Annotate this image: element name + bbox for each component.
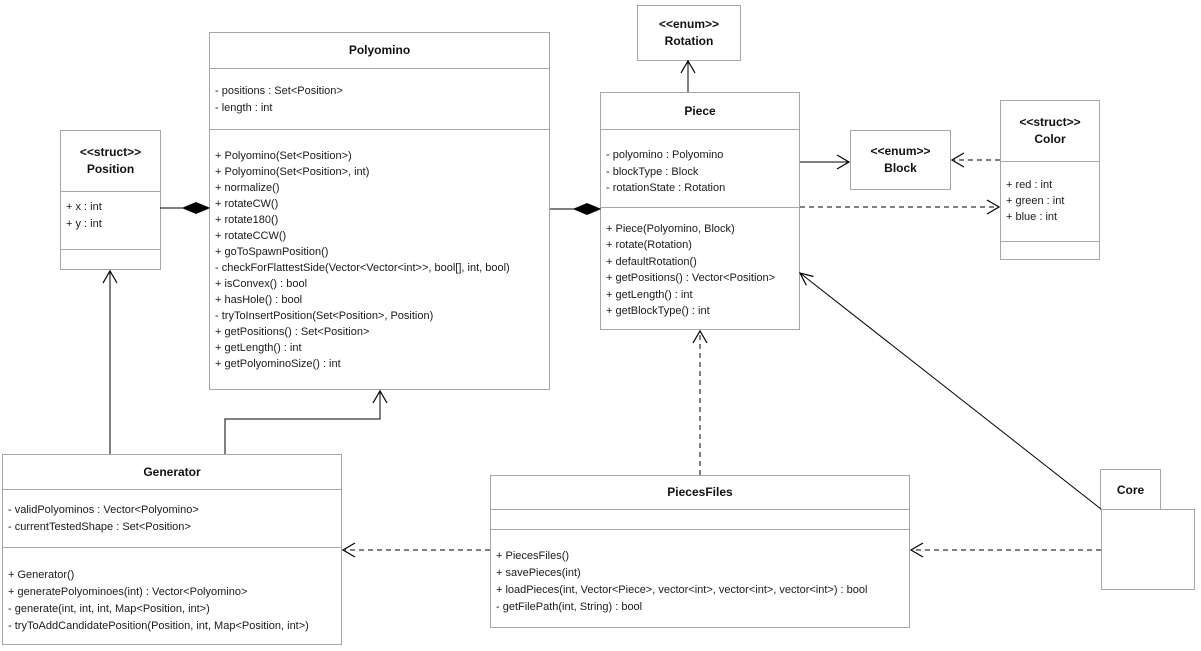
dependency-piecesfiles-piece <box>692 329 708 475</box>
class-generator[interactable]: Generator - validPolyominos : Vector<Pol… <box>2 454 342 645</box>
class-title: Polyomino <box>210 33 549 69</box>
uml-member-line: + hasHole() : bool <box>215 294 303 306</box>
methods-section: + Polyomino(Set<Position>) + Polyomino(Se… <box>210 130 549 389</box>
class-position[interactable]: <<struct>> Position + x : int + y : int <box>60 130 161 270</box>
class-name: Polyomino <box>348 43 411 57</box>
class-name: Rotation <box>664 34 714 48</box>
class-title: PiecesFiles <box>491 476 909 510</box>
uml-member-line: + normalize() <box>215 182 280 194</box>
uml-member-line: - positions : Set<Position> <box>215 85 343 97</box>
class-title: <<struct>> Position <box>61 131 160 192</box>
methods-section: + Generator() + generatePolyominoes(int) … <box>3 548 341 644</box>
uml-member-line: + rotateCCW() <box>215 230 287 242</box>
uml-member-line: + loadPieces(int, Vector<Piece>, vector<… <box>496 584 868 596</box>
attributes-section: + x : int + y : int <box>61 192 160 250</box>
class-name: Generator <box>143 464 201 479</box>
enum-rotation[interactable]: <<enum>> Rotation <box>637 5 741 61</box>
class-name: Piece <box>684 103 716 118</box>
uml-member-line: + Piece(Polyomino, Block) <box>606 223 735 235</box>
uml-member-line: + savePieces(int) <box>496 567 581 579</box>
attributes-section: - polyomino : Polyomino - blockType : Blo… <box>601 130 799 208</box>
uml-member-line: + Generator() <box>8 569 75 581</box>
uml-member-line: - polyomino : Polyomino <box>606 149 724 161</box>
association-piece-rotation <box>680 59 696 92</box>
uml-member-line: + getBlockType() : int <box>606 305 710 318</box>
uml-member-line: - currentTestedShape : Set<Position> <box>8 521 191 533</box>
uml-member-line: + Polyomino(Set<Position>, int) <box>215 166 370 178</box>
stereotype-label: <<enum>> <box>870 144 931 158</box>
uml-member-line: + PiecesFiles() <box>496 550 570 562</box>
uml-member-line: - validPolyominos : Vector<Polyomino> <box>8 504 199 516</box>
uml-member-line: + x : int <box>66 201 102 213</box>
uml-member-line: + getLength() : int <box>606 288 693 301</box>
uml-member-line: + getPolyominoSize() : int <box>215 358 341 370</box>
uml-member-line: + getPositions() : Vector<Position> <box>606 272 776 285</box>
class-piecesfiles[interactable]: PiecesFiles + PiecesFiles() + savePieces(… <box>490 475 910 628</box>
uml-member-line: + generatePolyominoes(int) : Vector<Poly… <box>8 586 248 598</box>
uml-member-line: + rotateCW() <box>215 198 279 210</box>
class-piece[interactable]: Piece - polyomino : Polyomino - blockType… <box>600 92 800 330</box>
composition-polyomino-position <box>160 201 211 215</box>
uml-member-line: + Polyomino(Set<Position>) <box>215 150 352 162</box>
attributes-section: + red : int + green : int + blue : int <box>1001 162 1099 242</box>
class-title: <<struct>> Color <box>1001 101 1099 162</box>
attributes-section-empty <box>491 510 909 530</box>
uml-member-line: - tryToInsertPosition(Set<Position>, Pos… <box>215 310 434 322</box>
class-color[interactable]: <<struct>> Color + red : int + green : in… <box>1000 100 1100 260</box>
uml-member-line: + blue : int <box>1006 211 1058 223</box>
uml-member-line: + y : int <box>66 218 102 230</box>
stereotype-label: <<struct>> <box>79 145 142 159</box>
association-piece-block <box>800 154 851 170</box>
uml-member-line: + rotate180() <box>215 214 279 226</box>
enum-block[interactable]: <<enum>> Block <box>850 130 951 190</box>
uml-member-line: + goToSpawnPosition() <box>215 246 329 258</box>
uml-member-line: + getLength() : int <box>215 342 302 354</box>
package-core-tab[interactable]: Core <box>1100 469 1161 510</box>
uml-member-line: + green : int <box>1006 195 1065 207</box>
uml-member-line: - generate(int, int, int, Map<Position, … <box>8 603 210 615</box>
association-generator-position <box>102 269 118 454</box>
attributes-section: - validPolyominos : Vector<Polyomino> - c… <box>3 490 341 548</box>
stereotype-label: <<struct>> <box>1019 115 1081 129</box>
uml-member-line: - rotationState : Rotation <box>606 182 726 194</box>
uml-member-line: + rotate(Rotation) <box>606 239 692 252</box>
uml-member-line: - getFilePath(int, String) : bool <box>496 601 643 613</box>
package-core-body[interactable] <box>1101 509 1195 590</box>
attributes-section: - positions : Set<Position> - length : in… <box>210 69 549 130</box>
association-core-piece <box>798 272 1102 510</box>
uml-member-line: - blockType : Block <box>606 165 699 178</box>
uml-member-line: - tryToAddCandidatePosition(Position, in… <box>8 620 309 632</box>
class-title: Generator <box>3 455 341 490</box>
stereotype-label: <<enum>> <box>658 17 720 31</box>
package-name: Core <box>1116 482 1145 497</box>
methods-section: + Piece(Polyomino, Block) + rotate(Rotati… <box>601 208 799 329</box>
methods-section-empty <box>1001 242 1099 258</box>
uml-member-line: - length : int <box>215 102 273 114</box>
uml-member-line: - checkForFlattestSide(Vector<Vector<int… <box>215 262 510 274</box>
class-name: PiecesFiles <box>667 485 733 499</box>
dependency-piece-color <box>800 199 1001 215</box>
class-polyomino[interactable]: Polyomino - positions : Set<Position> - l… <box>209 32 550 390</box>
class-name: Position <box>86 162 135 176</box>
methods-section: + PiecesFiles() + savePieces(int) + loadPi… <box>491 530 909 627</box>
class-name: Block <box>884 161 917 175</box>
association-generator-polyomino <box>224 389 388 454</box>
uml-member-line: + defaultRotation() <box>606 255 697 268</box>
uml-member-line: + red : int <box>1006 179 1053 191</box>
dependency-color-block <box>950 152 1000 168</box>
uml-member-line: + getPositions() : Set<Position> <box>215 326 370 338</box>
methods-section-empty <box>61 250 160 269</box>
dependency-piecesfiles-generator <box>341 542 490 558</box>
composition-piece-polyomino <box>550 202 602 216</box>
class-title: Piece <box>601 93 799 130</box>
class-name: Color <box>1034 132 1066 146</box>
uml-member-line: + isConvex() : bool <box>215 278 308 290</box>
dependency-core-piecesfiles <box>909 542 1101 558</box>
